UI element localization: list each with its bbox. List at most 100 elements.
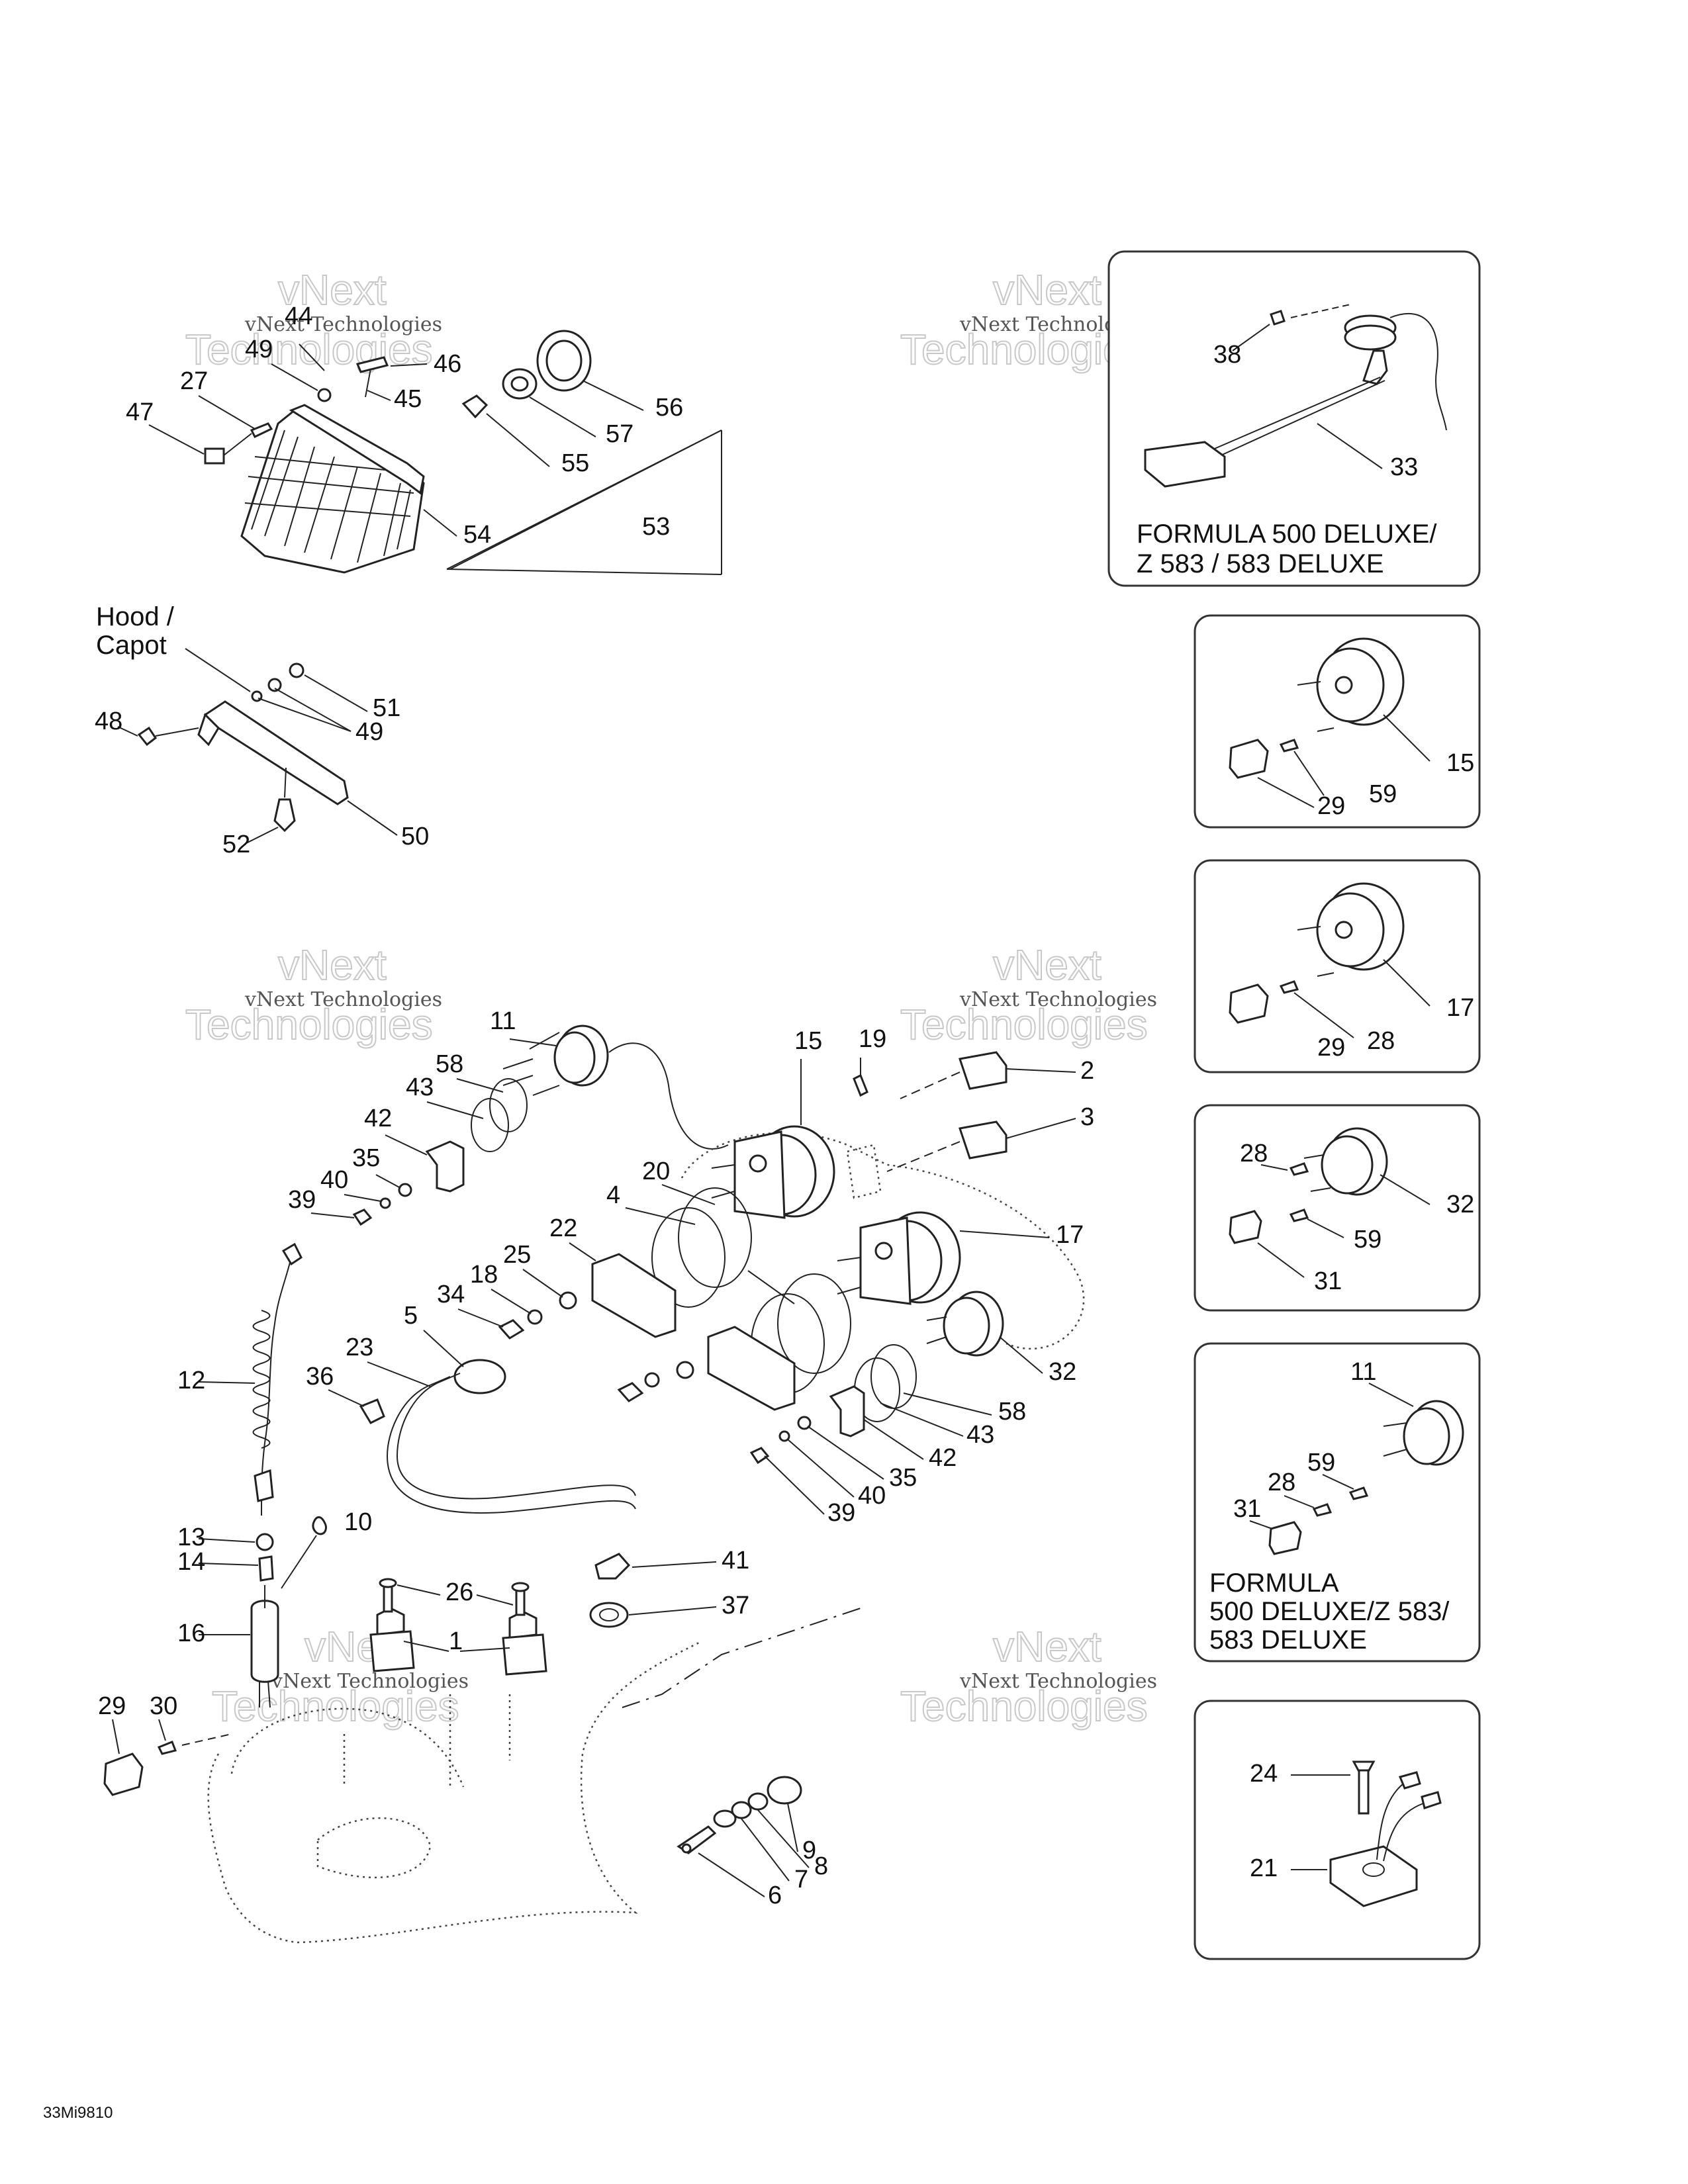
headlamp-assembly [148,330,722,575]
part-label: 59 [1307,1449,1335,1477]
part-label: 30 [150,1692,177,1720]
hood-bracket-assembly [117,648,398,844]
part-label: 17 [1446,994,1474,1022]
part-label: 33 [1390,453,1418,481]
part-label: 54 [463,521,491,549]
part-label: 9 [802,1837,816,1864]
part-label: 42 [364,1105,392,1132]
inset-caption-line: 500 DELUXE/Z 583/ [1209,1597,1450,1626]
part-label: 43 [406,1073,434,1101]
part-label: 2 [1080,1057,1094,1085]
part-label: 32 [1446,1191,1474,1218]
part-label: 17 [1056,1221,1084,1249]
part-label: 26 [445,1578,473,1606]
hood-note-line-2: Capot [96,631,167,660]
watermark-word-1: vNext [278,941,387,989]
watermark-line: vNext Technologies [959,988,1157,1011]
part-label: 32 [1049,1358,1076,1386]
part-label: 35 [889,1464,917,1492]
watermark-word-1: vNext [993,266,1102,314]
part-label: 40 [858,1482,886,1510]
part-label: 59 [1369,780,1397,808]
part-label: 8 [814,1852,828,1880]
part-label: 29 [98,1692,126,1720]
part-label: 24 [1250,1760,1278,1788]
watermark-word-2: Technologies [185,1001,433,1048]
part-label: 42 [929,1444,957,1472]
part-label: 38 [1213,341,1241,369]
part-label: 47 [126,398,154,426]
watermark-line: vNext Technologies [959,1670,1157,1693]
part-label: 43 [966,1421,994,1449]
part-label: 5 [404,1302,418,1330]
part-label: 1 [449,1627,463,1655]
inset-caption-line: FORMULA 500 DELUXE/ [1137,520,1437,549]
part-label: 51 [373,694,400,722]
part-label: 31 [1314,1267,1342,1295]
part-label: 49 [245,336,273,363]
watermark-word-1: vNext [993,1623,1102,1670]
part-label: 22 [549,1214,577,1242]
inset-regulator [1194,1700,1481,1960]
part-label: 21 [1250,1854,1278,1882]
part-label: 39 [288,1186,316,1214]
watermark-line: vNext Technologies [244,988,442,1011]
watermark-line: vNext Technologies [271,1670,469,1693]
part-label: 53 [642,513,670,541]
inset-gauge-32 [1194,1104,1481,1312]
watermark-word-1: vNext [278,266,387,314]
part-label: 56 [655,394,683,422]
part-label: 4 [606,1181,620,1209]
part-label: 16 [177,1619,205,1647]
part-label: 50 [401,823,429,850]
part-label: 11 [490,1007,516,1035]
inset-caption-line: FORMULA [1209,1569,1339,1598]
part-label: 12 [177,1367,205,1394]
part-label: 37 [722,1592,749,1619]
part-label: 23 [346,1334,373,1361]
part-label: 20 [642,1158,670,1185]
part-label: 29 [1317,1034,1345,1062]
part-label: 29 [1317,792,1345,820]
part-label: 44 [285,302,312,330]
part-label: 10 [344,1508,372,1536]
part-label: 45 [394,385,422,413]
part-label: 31 [1233,1495,1261,1523]
part-label: 49 [355,718,383,746]
part-label: 7 [794,1866,808,1893]
part-label: 15 [1446,749,1474,777]
inset-captions: FORMULA 500 DELUXE/Z 583 / 583 DELUXE FOR… [1137,520,1450,1655]
part-label: 11 [1350,1358,1376,1386]
inset-gauge-11 [1194,1342,1481,1662]
part-label: 35 [352,1144,380,1172]
diagram-code: 33Mi9810 [43,2104,113,2122]
part-label: 28 [1268,1469,1295,1496]
inset-fuel-sender [1107,250,1481,587]
tether-and-switches-assembly [103,1242,861,1944]
part-label: 46 [434,350,461,378]
watermark-word-2: Technologies [212,1682,459,1730]
part-label: 55 [561,449,589,477]
inset-gauge-15 [1194,614,1481,829]
part-label: 34 [437,1281,465,1308]
part-label: 3 [1080,1103,1094,1131]
part-label: 15 [794,1027,822,1055]
watermark-word-2: Technologies [900,1001,1148,1048]
part-label: 48 [95,707,122,735]
part-label: 39 [827,1499,855,1527]
part-label: 19 [859,1025,886,1053]
part-label: 40 [320,1166,348,1194]
hood-note-line-1: Hood / [96,602,175,631]
part-label: 28 [1240,1140,1268,1167]
part-label: 58 [436,1050,463,1078]
inset-caption-line: Z 583 / 583 DELUXE [1137,549,1384,578]
part-label: 13 [177,1524,205,1551]
part-label: 36 [306,1363,334,1390]
